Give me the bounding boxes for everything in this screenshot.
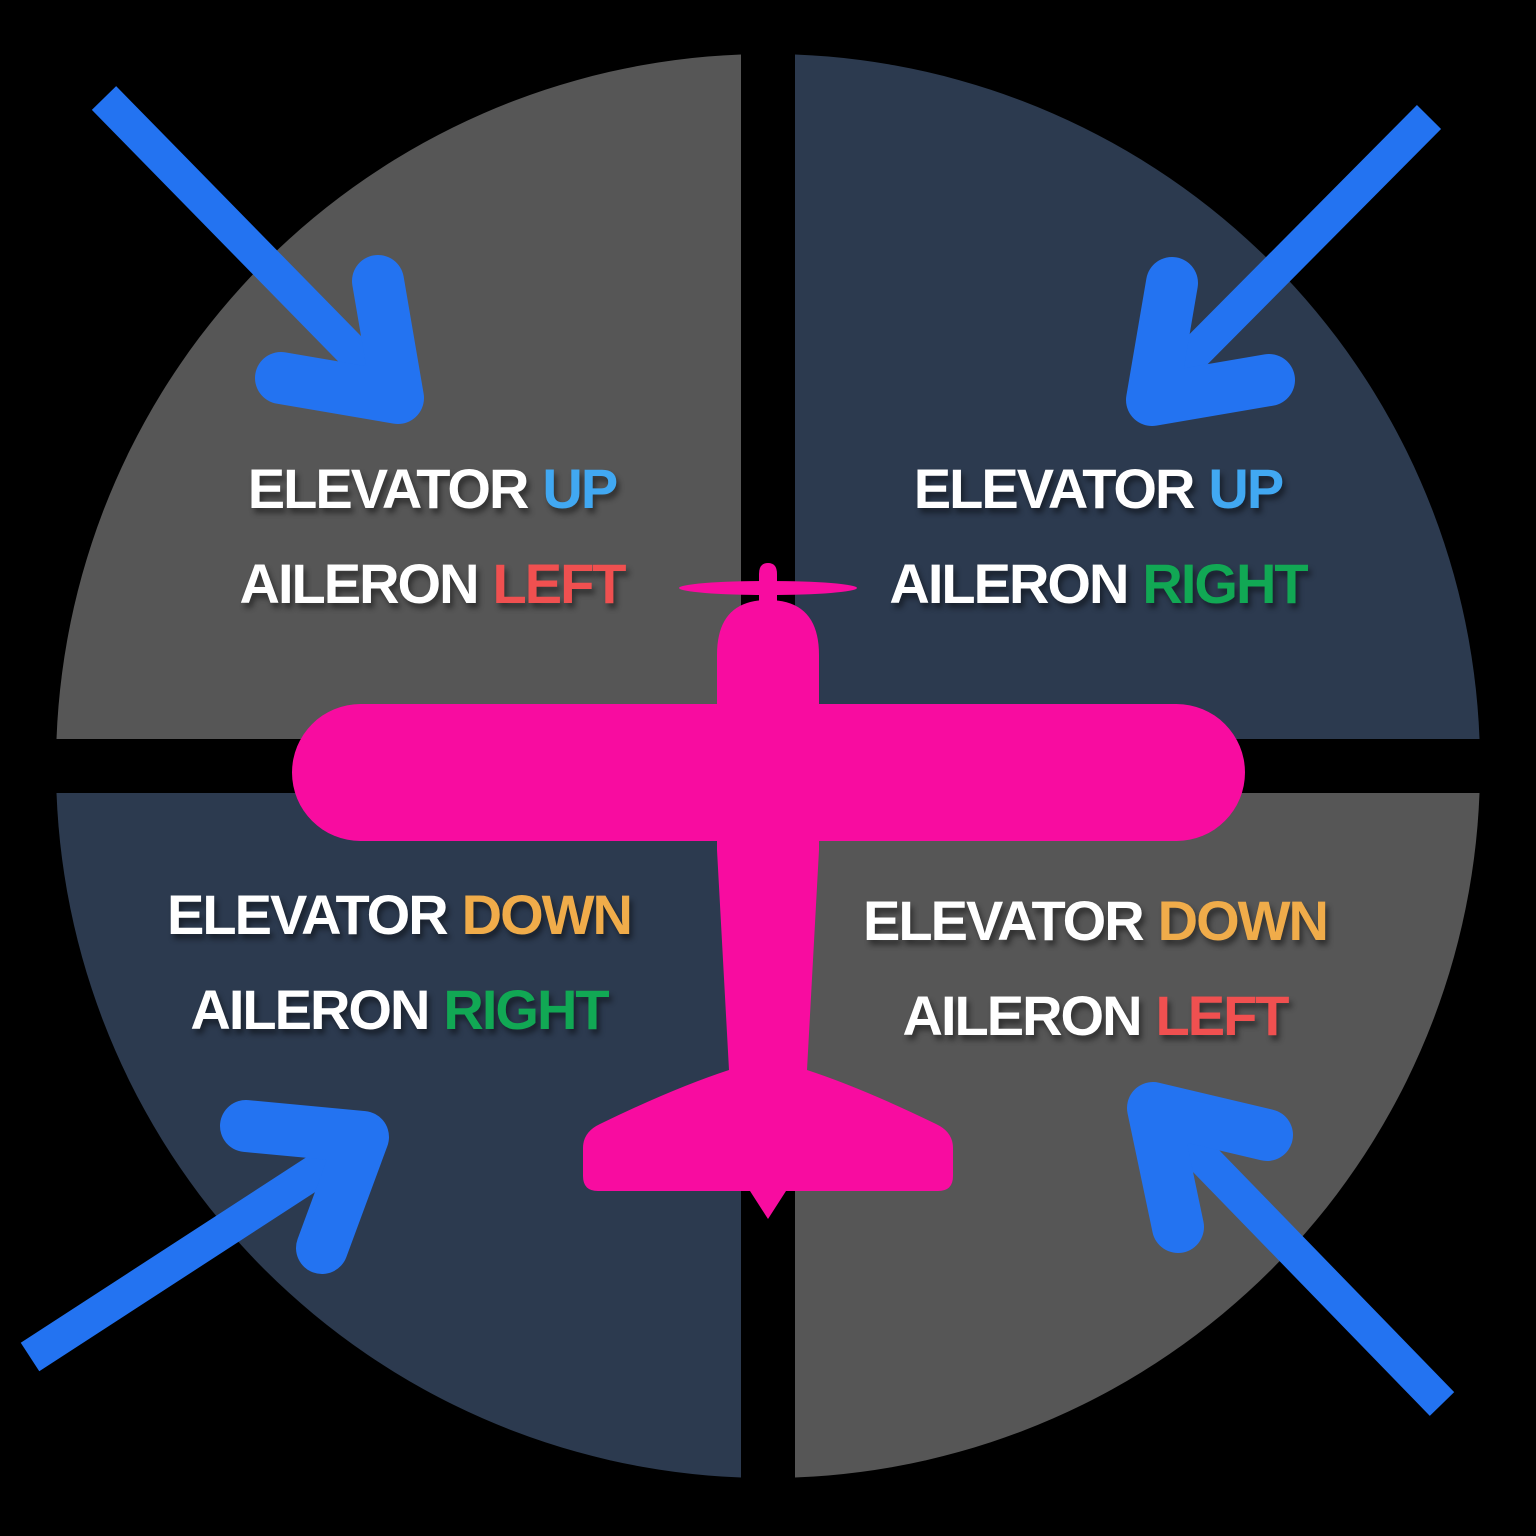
aileron-word: AILERON — [902, 984, 1143, 1047]
elevator-direction-up: UP — [542, 457, 618, 520]
arrow-top-right-head — [1126, 257, 1295, 426]
spinner-shape — [759, 563, 777, 604]
arrow-top-left — [91, 86, 424, 424]
airplane-silhouette — [292, 563, 1245, 1219]
aileron-word: AILERON — [889, 552, 1129, 615]
arrow-top-right-shaft — [1150, 105, 1442, 397]
arrow-top-right — [1126, 105, 1442, 426]
aileron-direction-left: LEFT — [492, 552, 627, 615]
arrow-top-left-head — [255, 255, 424, 424]
elevator-word: ELEVATOR — [863, 889, 1145, 952]
aileron-word: AILERON — [190, 978, 430, 1041]
arrow-bottom-left-shaft — [20, 1140, 351, 1372]
arrow-bottom-right-head — [1127, 1082, 1293, 1253]
arrow-bottom-left-head — [220, 1100, 389, 1274]
elevator-word: ELEVATOR — [247, 457, 530, 520]
elevator-direction-up: UP — [1208, 457, 1284, 520]
arrow-bottom-right — [1127, 1082, 1455, 1416]
aileron-direction-right: RIGHT — [443, 978, 609, 1041]
fuselage-and-tail-shape — [583, 600, 953, 1219]
wing-shape — [292, 704, 1245, 841]
elevator-direction-down: DOWN — [461, 883, 633, 946]
quadrant-bottom-left-shape — [56, 793, 741, 1478]
aileron-direction-left: LEFT — [1155, 984, 1290, 1047]
arrow-bottom-right-shaft — [1159, 1114, 1455, 1416]
aileron-direction-right: RIGHT — [1142, 552, 1308, 615]
elevator-word: ELEVATOR — [913, 457, 1196, 520]
arrow-top-left-shaft — [91, 86, 402, 401]
arrow-bottom-left — [20, 1100, 389, 1372]
aileron-word: AILERON — [239, 552, 480, 615]
elevator-word: ELEVATOR — [167, 883, 449, 946]
elevator-direction-down: DOWN — [1157, 889, 1329, 952]
